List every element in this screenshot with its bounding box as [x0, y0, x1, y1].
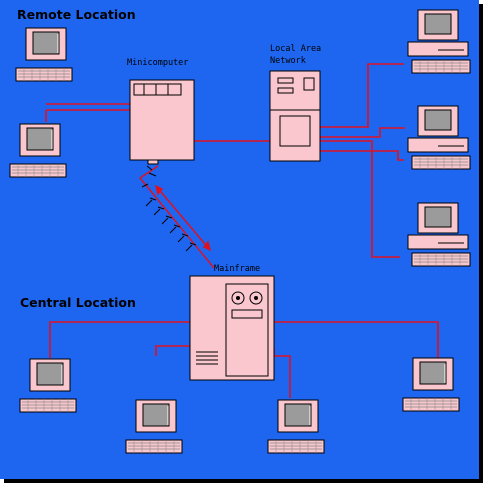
tower-server-icon — [269, 70, 321, 162]
minicomputer-cabinet-icon — [129, 79, 195, 165]
microwave-link-icon — [138, 165, 215, 269]
central-location-title: Central Location — [20, 295, 136, 310]
mainframe-label: Mainframe — [214, 264, 260, 274]
mainframe-cabinet-icon — [189, 275, 275, 381]
remote-location-title: Remote Location — [17, 7, 136, 22]
minicomputer-label: Minicomputer — [127, 58, 188, 68]
lan-label-line2: Network — [270, 56, 306, 66]
lan-label-line1: Local Area — [270, 44, 321, 54]
